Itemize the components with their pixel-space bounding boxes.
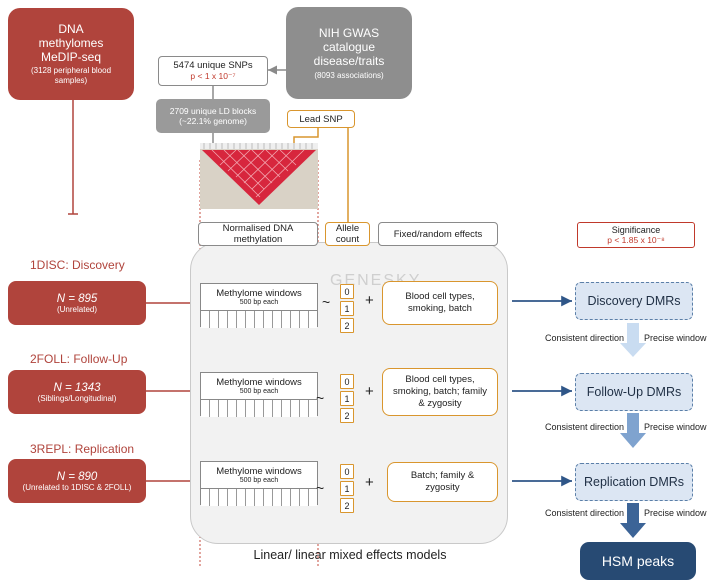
follow-up-dmrs-box: Follow-Up DMRs	[575, 373, 693, 411]
stage-1-window-grid	[201, 310, 317, 328]
precise-label-1: Precise window	[644, 333, 707, 343]
nih-line2: catalogue	[322, 39, 376, 54]
dna-line3: MeDIP-seq	[40, 50, 102, 64]
stage-3-n: N = 890	[56, 470, 98, 483]
stage-2-mw-title: Methylome windows	[216, 377, 302, 388]
stage-3-label: 3REPL: Replication	[30, 442, 135, 456]
stage-1-allele-2: 2	[340, 318, 354, 333]
stage-2-sub: (Siblings/Longitudinal)	[37, 393, 117, 403]
nih-gwas-box: NIH GWAS catalogue disease/traits (8093 …	[286, 7, 412, 99]
stage-3-allele-column: 0 1 2	[340, 464, 354, 513]
snps-count: 5474 unique SNPs	[173, 60, 253, 71]
stage-1-n: N = 895	[56, 292, 98, 305]
dna-line1: DNA	[58, 22, 84, 36]
stage-2-tilde: ~	[316, 390, 325, 406]
allele-header: Allele count	[325, 222, 370, 246]
stage-1-plus: +	[365, 292, 374, 309]
effects-label: Fixed/random effects	[393, 228, 483, 240]
allele-label: Allele count	[335, 223, 360, 245]
stage-1-mw-sub: 500 bp each	[239, 299, 279, 306]
precise-label-3: Precise window	[644, 508, 707, 518]
stage-1-mw-title: Methylome windows	[216, 288, 302, 299]
stage-1-effects: Blood cell types, smoking, batch	[405, 291, 475, 314]
replication-dmrs-box: Replication DMRs	[575, 463, 693, 501]
stage-2-sample-box: N = 1343 (Siblings/Longitudinal)	[8, 370, 146, 414]
stage-1-methylome-windows: Methylome windows 500 bp each	[200, 283, 318, 328]
stage-2-allele-1: 1	[340, 391, 354, 406]
significance-header: Significance p < 1.85 x 10⁻⁸	[577, 222, 695, 248]
stage-3-sample-box: N = 890 (Unrelated to 1DISC & 2FOLL)	[8, 459, 146, 503]
consistent-label-2: Consistent direction	[545, 422, 625, 432]
stage-3-effects: Batch; family & zygosity	[410, 470, 475, 493]
stage-2-window-grid	[201, 399, 317, 417]
precise-label-2: Precise window	[644, 422, 707, 432]
stage-1-sample-box: N = 895 (Unrelated)	[8, 281, 146, 325]
stage-1-sub: (Unrelated)	[56, 304, 97, 314]
stage-2-mw-sub: 500 bp each	[239, 388, 279, 395]
stage-1-allele-0: 0	[340, 284, 354, 299]
down-arrow-2	[620, 413, 646, 448]
dna-line5: samples)	[54, 76, 88, 85]
discovery-dmrs-box: Discovery DMRs	[575, 282, 693, 320]
lead-snp-box: Lead SNP	[287, 110, 355, 128]
stage-3-mw-sub: 500 bp each	[239, 477, 279, 484]
dna-line2: methylomes	[38, 36, 104, 50]
dna-methylomes-box: DNA methylomes MeDIP-seq (3128 periphera…	[8, 8, 134, 100]
nih-line1: NIH GWAS	[318, 25, 380, 40]
stage-2-allele-column: 0 1 2	[340, 374, 354, 423]
ld-line1: 2709 unique LD blocks	[169, 106, 257, 116]
down-arrow-3	[620, 503, 646, 538]
stage-3-allele-2: 2	[340, 498, 354, 513]
lead-snp-line	[293, 128, 319, 145]
stage-1-label: 1DISC: Discovery	[30, 258, 125, 272]
dna-line4: (3128 peripheral blood	[30, 66, 112, 75]
stage-2-methylome-windows: Methylome windows 500 bp each	[200, 372, 318, 417]
stage-2-n: N = 1343	[53, 381, 101, 394]
stage-3-allele-1: 1	[340, 481, 354, 496]
consistent-label-1: Consistent direction	[545, 333, 625, 343]
stage-3-dmr-label: Replication DMRs	[583, 475, 685, 489]
stage-3-effects-box: Batch; family & zygosity	[387, 462, 498, 502]
ld-blocks-box: 2709 unique LD blocks (~22.1% genome)	[156, 99, 270, 133]
stage-3-plus: +	[365, 474, 374, 491]
hsm-label: HSM peaks	[601, 553, 675, 569]
stage-3-methylome-windows: Methylome windows 500 bp each	[200, 461, 318, 506]
ld-heatmap	[200, 143, 318, 209]
consistent-label-3: Consistent direction	[545, 508, 625, 518]
effects-header: Fixed/random effects	[378, 222, 498, 246]
lead-snp-label: Lead SNP	[299, 113, 343, 125]
stage-2-effects-box: Blood cell types, smoking, batch; family…	[382, 368, 498, 416]
significance-pvalue: p < 1.85 x 10⁻⁸	[607, 234, 665, 245]
model-caption: Linear/ linear mixed effects models	[253, 548, 447, 562]
stage-3-mw-title: Methylome windows	[216, 466, 302, 477]
stage-1-tilde: ~	[322, 294, 331, 310]
stage-1-effects-box: Blood cell types, smoking, batch	[382, 281, 498, 325]
stage-3-tilde: ~	[316, 480, 325, 496]
stage-2-label: 2FOLL: Follow-Up	[30, 352, 128, 366]
significance-label: Significance	[611, 224, 661, 235]
stage-1-dmr-label: Discovery DMRs	[587, 294, 681, 308]
stage-1-allele-column: 0 1 2	[340, 284, 354, 333]
snps-pvalue: p < 1 x 10⁻⁷	[190, 71, 236, 81]
hsm-peaks-box: HSM peaks	[580, 542, 696, 580]
stage-2-plus: +	[365, 383, 374, 400]
unique-snps-box: 5474 unique SNPs p < 1 x 10⁻⁷	[158, 56, 268, 86]
stage-3-window-grid	[201, 488, 317, 506]
stage-2-effects: Blood cell types, smoking, batch; family…	[393, 374, 487, 409]
stage-3-sub: (Unrelated to 1DISC & 2FOLL)	[22, 482, 132, 492]
nih-line4: (8093 associations)	[314, 70, 384, 80]
ld-line2: (~22.1% genome)	[179, 116, 247, 126]
stage-2-dmr-label: Follow-Up DMRs	[586, 385, 682, 399]
nih-line3: disease/traits	[313, 53, 385, 68]
normalised-label: Normalised DNA methylation	[222, 223, 294, 245]
stage-1-allele-1: 1	[340, 301, 354, 316]
stage-2-allele-2: 2	[340, 408, 354, 423]
normalised-header: Normalised DNA methylation	[198, 222, 318, 246]
stage-3-allele-0: 0	[340, 464, 354, 479]
stage-2-allele-0: 0	[340, 374, 354, 389]
down-arrow-1	[620, 323, 646, 357]
